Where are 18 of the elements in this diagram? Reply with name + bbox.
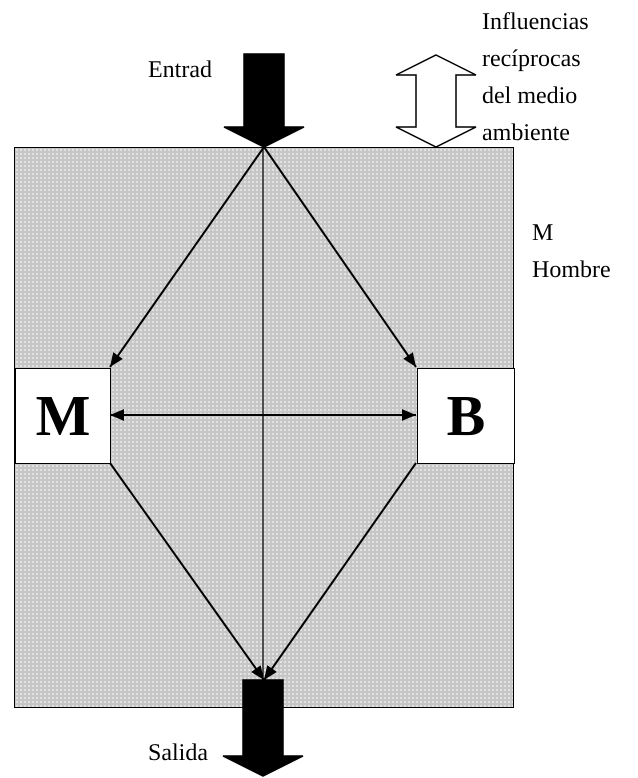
double-block-arrow: [395, 54, 477, 148]
arrow: [263, 462, 417, 681]
shaded-box: [14, 147, 514, 708]
text-label: Entrad: [148, 56, 212, 85]
letter-box: [15, 368, 111, 464]
letter-box: [417, 368, 515, 464]
block-arrow: [222, 679, 304, 777]
arrow: [109, 462, 265, 681]
text-label: Influencias recíprocas del medio ambiente: [482, 8, 590, 148]
arrow: [263, 146, 417, 368]
text-label: Hombre: [532, 256, 611, 285]
arrow: [110, 409, 416, 421]
text-label: Salida: [148, 739, 208, 768]
arrow: [109, 146, 265, 368]
block-arrow: [223, 53, 305, 148]
box-letter: B: [446, 387, 486, 445]
text-label: M: [532, 219, 554, 248]
box-letter: M: [36, 387, 90, 445]
